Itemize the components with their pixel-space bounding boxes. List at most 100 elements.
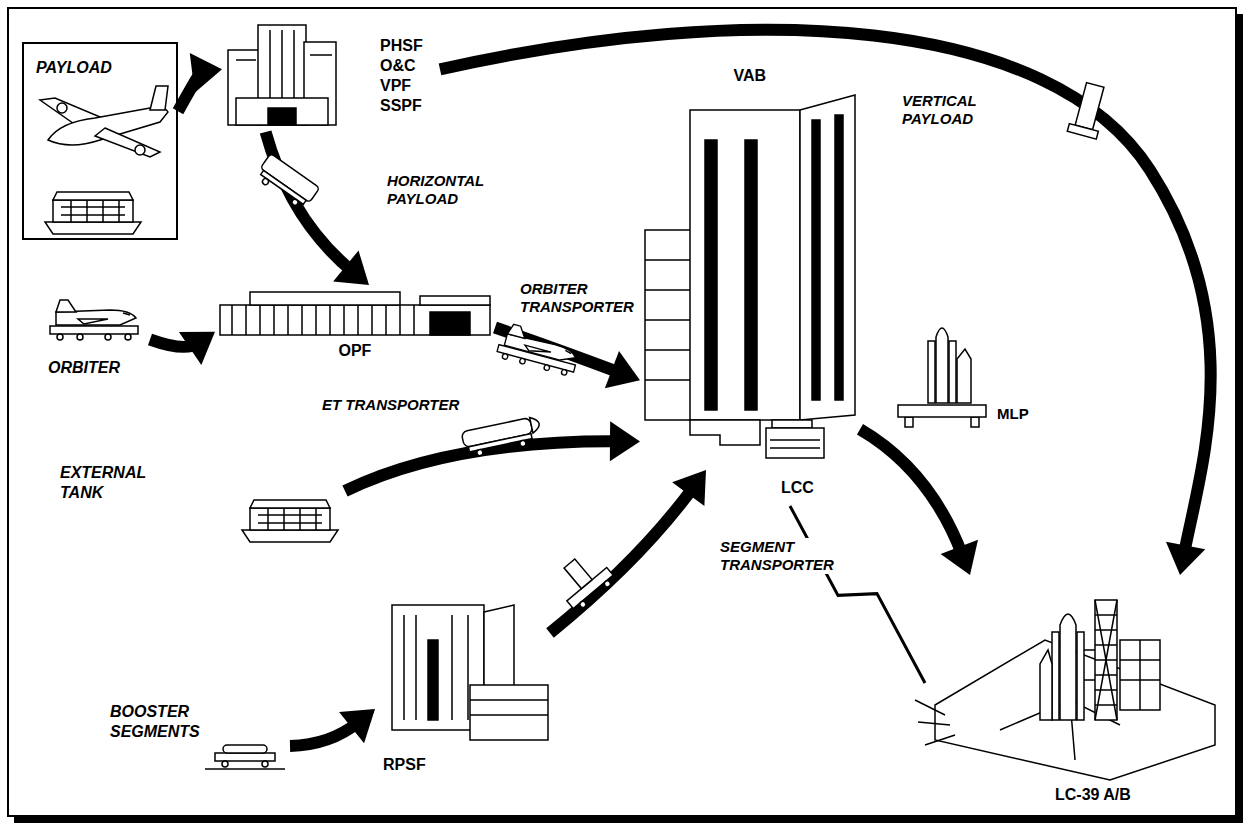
facility-node: EXTERNAL TANK [55, 455, 345, 545]
booster [949, 341, 956, 403]
frame [8, 8, 1236, 816]
lines [1120, 640, 1160, 710]
door [428, 640, 438, 720]
frame-shadow [14, 816, 1243, 823]
wheel [579, 600, 587, 608]
facility-node: RPSF [375, 595, 550, 785]
door-slot [705, 140, 717, 410]
arrow-head [941, 540, 978, 575]
engine [135, 145, 145, 155]
phsf-building [228, 25, 336, 125]
mlp-stack [898, 328, 986, 427]
wheel [261, 177, 269, 185]
launch-pad [915, 600, 1215, 780]
node-label: EXTERNAL TANK [60, 463, 146, 503]
horizontal-canister [254, 153, 320, 211]
arrow-head [610, 421, 640, 461]
facility-node: LCC [760, 418, 835, 506]
arrow-head [339, 709, 375, 743]
lattice [1095, 600, 1117, 720]
airplane [40, 86, 168, 157]
arrow-shaft [266, 132, 353, 272]
wheel [262, 761, 268, 767]
canister [1075, 83, 1104, 130]
wing [95, 128, 160, 157]
windows [770, 440, 820, 448]
vertical-canister [1067, 81, 1109, 139]
drawings [8, 8, 1243, 823]
arrow-shaft [290, 722, 359, 746]
orbiter-drawing [50, 300, 138, 340]
flow-arrow [440, 30, 1211, 575]
facility-node: OPF [215, 285, 495, 370]
tower [1095, 600, 1117, 720]
node-label: LCC [781, 478, 814, 498]
facility-node: BOOSTER SEGMENTS [105, 698, 290, 778]
pad-lines [915, 700, 955, 745]
bed [261, 170, 306, 204]
side-face [800, 95, 855, 420]
tank [1060, 614, 1076, 720]
arrow-shaft [440, 30, 1211, 555]
wheel [519, 440, 526, 447]
roof [250, 292, 400, 305]
tank-barge [242, 500, 338, 542]
edge-label: VERTICAL PAYLOAD [900, 92, 978, 128]
wall [220, 305, 490, 335]
arrow-head [190, 53, 222, 93]
lcc-building [766, 420, 824, 458]
lightning-line [790, 506, 925, 683]
frame-shadow [1236, 14, 1243, 823]
et-transporter [461, 416, 543, 459]
wheel [476, 449, 483, 456]
node-label: RPSF [383, 755, 426, 775]
arrow-head [333, 250, 369, 285]
edge-label: ORBITER TRANSPORTER [518, 280, 636, 316]
rail [205, 768, 285, 770]
facility-node: ORBITER [40, 292, 150, 387]
wing [470, 685, 548, 740]
side-stripe [835, 115, 843, 400]
lines [404, 615, 468, 720]
bays [232, 305, 414, 335]
booster [1077, 632, 1084, 720]
signal-link [790, 506, 925, 683]
platform [898, 405, 986, 417]
orbiter-transporter [496, 322, 582, 377]
car [215, 753, 275, 761]
door [430, 312, 470, 335]
service-structure [1120, 640, 1160, 710]
lines [470, 700, 548, 715]
side-stripe [812, 120, 820, 400]
node-label: VAB [734, 66, 767, 86]
tank [936, 328, 948, 403]
node-label: PHSF O&C VPF SSPF [380, 36, 423, 116]
rail-car [205, 745, 285, 769]
arrow-head [1166, 542, 1205, 575]
engine [57, 103, 67, 113]
leg [971, 417, 979, 427]
lines [236, 30, 332, 98]
edge-label: SEGMENT TRANSPORTER [718, 538, 836, 574]
arrow-head [605, 351, 640, 388]
node-label: LC-39 A/B [1055, 785, 1131, 805]
wall [766, 428, 824, 458]
tank-nose [530, 416, 541, 433]
front-face [690, 110, 800, 420]
wheel [291, 198, 299, 206]
lines [645, 260, 695, 380]
facility-node: VAB [640, 62, 860, 470]
edge-label: MLP [995, 405, 1031, 423]
flow-arrow [860, 429, 978, 575]
facility-node: PHSF O&C VPF SSPF [222, 18, 440, 132]
tail [150, 86, 168, 110]
booster [1052, 632, 1059, 720]
arrow-shaft [860, 429, 963, 555]
steps [690, 420, 760, 445]
segment [223, 745, 267, 753]
arrow-shaft [550, 487, 694, 633]
flow-arrow [150, 332, 215, 365]
low-bay [645, 230, 695, 420]
payload-barge [45, 192, 141, 234]
roof [772, 420, 812, 428]
